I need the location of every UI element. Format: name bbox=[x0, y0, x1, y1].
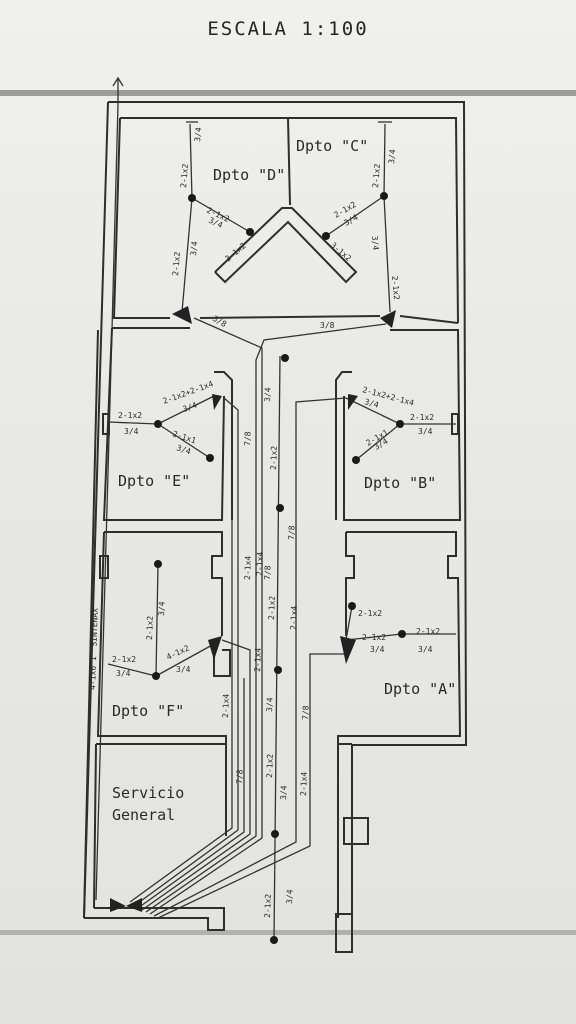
circ-c5: 2-1x2 bbox=[390, 275, 401, 300]
circ-d2: 3/4 bbox=[193, 127, 203, 142]
circ-e5: 2-1x1 bbox=[171, 429, 197, 445]
circ-f7: 2-1x4 bbox=[221, 694, 231, 719]
box-icon bbox=[212, 394, 222, 410]
box-icon bbox=[348, 394, 358, 410]
circ-f6: 3/4 bbox=[176, 665, 191, 674]
circ-f3: 2-1x2 bbox=[145, 616, 155, 641]
room-f bbox=[96, 531, 231, 745]
unit-e-label: Dpto "E" bbox=[118, 472, 190, 490]
box-icon bbox=[208, 636, 222, 660]
circ-d6: 3/4 bbox=[189, 241, 199, 256]
circ-f2: 3/4 bbox=[116, 669, 131, 678]
room-servicio-general bbox=[93, 743, 369, 953]
circ-c2: 3/4 bbox=[387, 149, 397, 164]
circ-m7: 2-1x4 bbox=[243, 556, 253, 581]
circ-m10: 2-1x2 bbox=[267, 596, 277, 621]
unit-c-label: Dpto "C" bbox=[296, 137, 368, 155]
rooms-d-c bbox=[112, 117, 459, 324]
circ-c6: 3/4 bbox=[370, 235, 380, 250]
feeder-wires bbox=[129, 317, 387, 941]
circ-d7: 3-1x2 bbox=[224, 241, 248, 263]
circ-b2: 3/4 bbox=[363, 397, 379, 409]
circ-m12: 2-1x4 bbox=[289, 606, 299, 631]
circ-a1: 2-1x2 bbox=[358, 609, 382, 618]
circ-a2: 2-1x2 bbox=[362, 633, 386, 642]
circ-m9: 2-1x4 bbox=[253, 648, 263, 673]
circ-a4: 2-1x2 bbox=[416, 627, 440, 636]
circ-m3: 7/8 bbox=[243, 431, 253, 446]
circ-c7: 3-1x2 bbox=[329, 241, 353, 263]
room-e bbox=[102, 327, 233, 521]
outer-walls bbox=[83, 101, 468, 931]
circ-f4: 3/4 bbox=[157, 601, 167, 616]
circ-m6: 7/8 bbox=[287, 525, 297, 540]
circ-m5: 2-1x2 bbox=[269, 446, 279, 471]
circ-m11: 3/4 bbox=[265, 697, 275, 712]
copy-shadow bbox=[0, 90, 576, 96]
circ-m18: 7/8 bbox=[263, 565, 273, 580]
circ-m8: 2-1x4 bbox=[255, 552, 265, 577]
box-icon bbox=[172, 306, 192, 324]
circ-e6: 3/4 bbox=[175, 443, 192, 456]
circ-a3: 3/4 bbox=[370, 645, 385, 654]
circ-e4: 3/4 bbox=[182, 400, 199, 413]
circ-e1: 2-1x2 bbox=[118, 411, 142, 420]
unit-b-label: Dpto "B" bbox=[364, 474, 436, 492]
box-icon bbox=[380, 310, 396, 328]
junction-dots bbox=[152, 192, 406, 944]
general-label: General bbox=[112, 806, 175, 824]
circ-m2: 3/8 bbox=[320, 321, 335, 330]
scale-title: ESCALA 1:100 bbox=[207, 18, 369, 40]
circ-a5: 3/4 bbox=[418, 645, 433, 654]
circ-f1: 2-1x2 bbox=[112, 655, 136, 664]
circ-m17: 2-1x4 bbox=[299, 772, 309, 797]
circ-d1: 2-1x2 bbox=[179, 163, 190, 188]
circ-c1: 2-1x2 bbox=[371, 163, 382, 188]
unit-f-label: Dpto "F" bbox=[112, 702, 184, 720]
servicio-label: Servicio bbox=[112, 784, 184, 802]
panel-icon bbox=[110, 898, 142, 912]
box-icon bbox=[340, 636, 356, 664]
circ-b4: 3/4 bbox=[418, 427, 433, 436]
circ-b3: 2-1x2 bbox=[410, 413, 434, 422]
riser-label: 4-1x6 1" SINTENAX bbox=[88, 608, 100, 690]
unit-a-label: Dpto "A" bbox=[384, 680, 456, 698]
circ-e3: 2-1x2+2-1x4 bbox=[162, 379, 215, 406]
circ-d5: 2-1x2 bbox=[171, 251, 182, 276]
circ-m15: 2-1x2 bbox=[265, 754, 275, 779]
room-a bbox=[337, 531, 462, 745]
circ-m16: 3/4 bbox=[279, 785, 289, 800]
unit-d-label: Dpto "D" bbox=[213, 166, 285, 184]
circ-m20: 3/4 bbox=[285, 889, 295, 904]
circ-m14: 7/8 bbox=[301, 705, 311, 720]
circ-m13: 7/8 bbox=[235, 769, 245, 784]
copy-shadow-bottom bbox=[0, 930, 576, 935]
circ-m19: 2-1x2 bbox=[263, 894, 273, 919]
circ-e2: 3/4 bbox=[124, 427, 139, 436]
circ-m4: 3/4 bbox=[263, 387, 273, 402]
